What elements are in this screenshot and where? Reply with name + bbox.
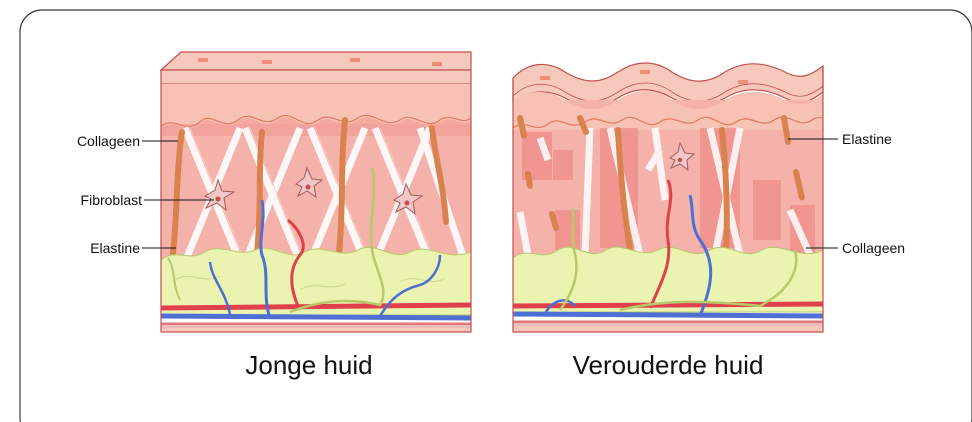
caption-aged-skin: Verouderde huid <box>573 350 764 380</box>
label-collagen-young: Collageen <box>77 133 140 149</box>
young-skin-block <box>161 52 471 332</box>
aged-skin-block <box>513 63 823 332</box>
label-elastin-young: Elastine <box>90 240 140 256</box>
caption-young-skin: Jonge huid <box>245 350 372 380</box>
label-elastin-aged: Elastine <box>842 131 892 147</box>
label-collagen-aged: Collageen <box>842 240 905 256</box>
label-fibroblast-young: Fibroblast <box>81 192 143 208</box>
